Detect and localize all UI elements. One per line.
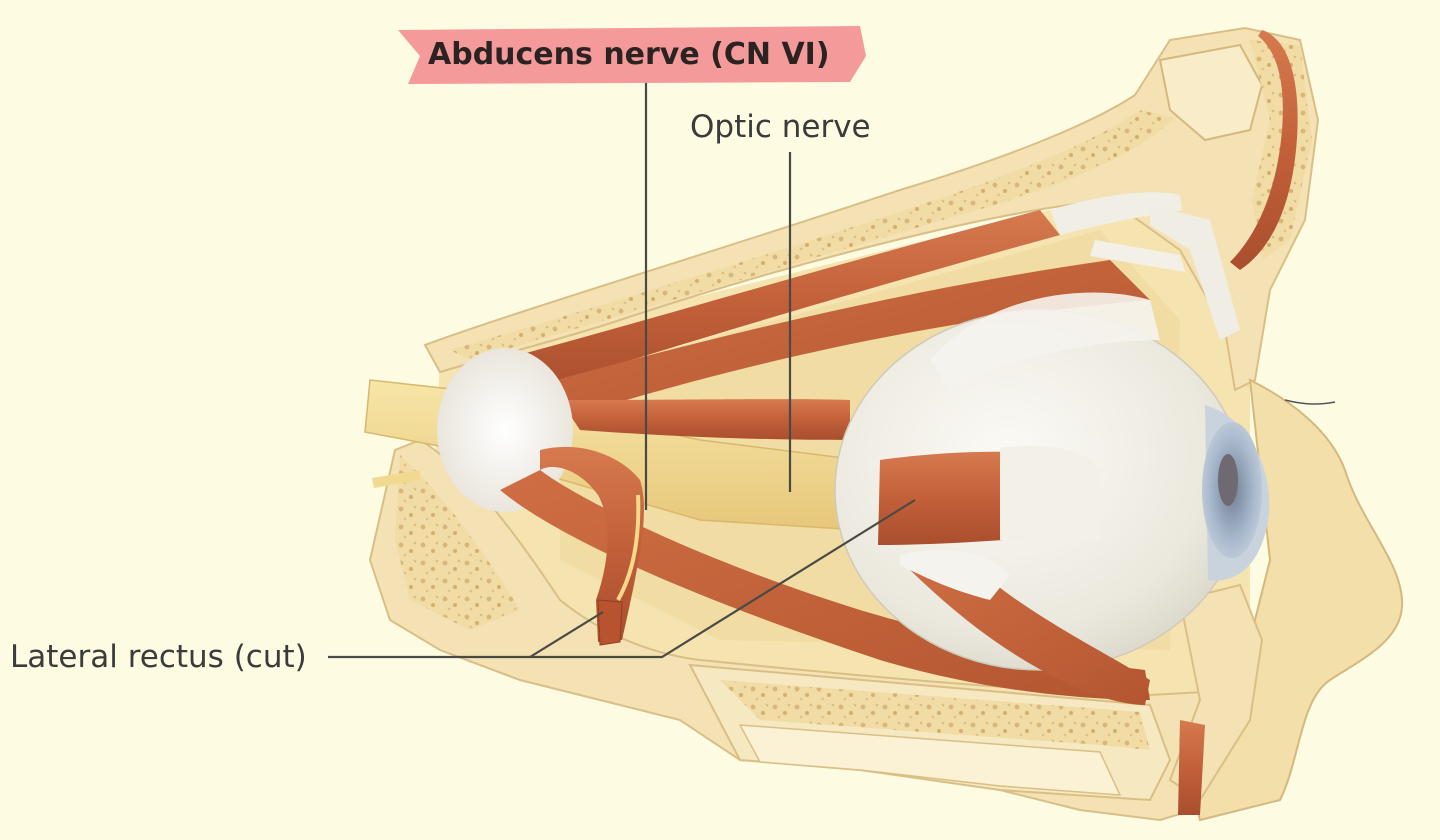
levator-aponeurosis: [1150, 205, 1240, 340]
orbital-floor-spongy-1: [395, 455, 520, 630]
lacrimal-tendons: [1050, 192, 1182, 235]
abducens-nerve-label: Abducens nerve (CN VI): [428, 37, 830, 72]
eyelashes: [1284, 399, 1336, 405]
frontal-sinus: [1158, 43, 1264, 142]
frontal-muscle-strip: [1230, 30, 1298, 270]
leader-lateral: [328, 499, 916, 659]
lateral-rectus-cut: [540, 446, 644, 642]
inferior-oblique: [900, 556, 1150, 705]
maxilla-spongy: [720, 680, 1150, 750]
lower-muscle-strip: [1178, 720, 1205, 815]
cut-end: [597, 599, 623, 646]
orbital-roof-spongy: [450, 110, 1175, 360]
lateral-rectus-tendon: [1000, 445, 1100, 543]
optic-nerve-label: Optic nerve: [690, 109, 871, 145]
trochlea-tendon: [1090, 240, 1185, 272]
medial-rectus-band: [560, 399, 850, 440]
pupil: [1218, 454, 1238, 506]
maxillary-sinus: [738, 724, 1122, 796]
abducens-nerve-branch: [616, 494, 641, 601]
lateral-rectus-label: Lateral rectus (cut): [10, 639, 307, 675]
levator-superior-rectus: [520, 260, 1150, 420]
nerve-twig: [372, 470, 420, 488]
inferior-tendon: [900, 550, 1010, 600]
leader-lateral-cut: [529, 611, 604, 658]
superior-tendon-fan: [930, 292, 1160, 390]
superior-oblique: [500, 210, 1060, 395]
label-highlight: [398, 26, 866, 84]
